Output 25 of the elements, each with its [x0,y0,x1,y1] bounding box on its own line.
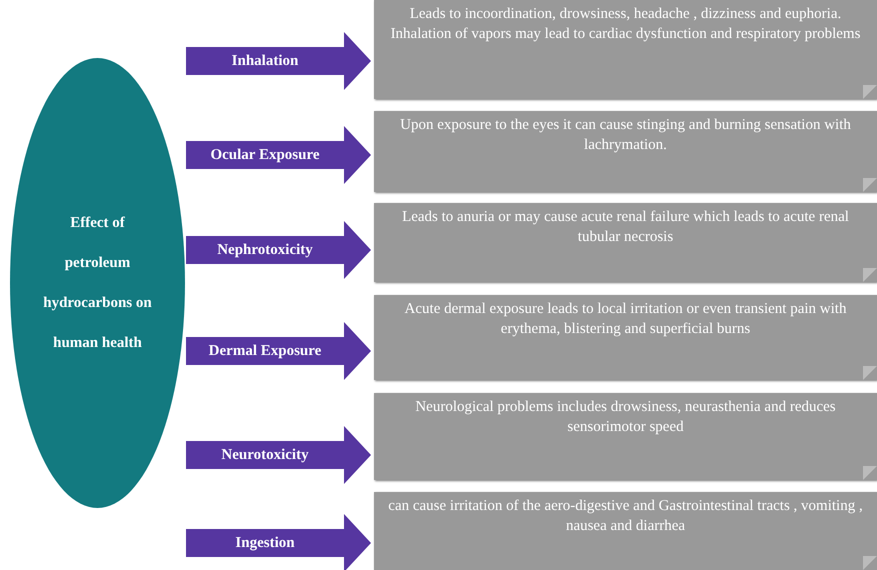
edge-label: Dermal Exposure [208,342,322,360]
effect-description: Neurological problems includes drowsiness, neurasthenia and reduces sensorimotor speed [414,398,837,437]
block-arrow [186,426,371,484]
edge-label: Ocular Exposure [209,146,321,164]
description-box [374,203,877,282]
block-arrow [186,514,371,570]
effect-description: Acute dermal exposure leads to local irritation or even transient pain with erythema, blistering and superficial burns [404,300,848,339]
effect-description: Leads to incoordination, drowsiness, headache , dizziness and euphoria. Inhalation of vapors may lead to cardiac dysfunction and respiratory problems [390,5,862,44]
effect-description: can cause irritation of the aero-digestive and Gastrointestinal tracts , vomiting , nausea and diarrhea [387,497,864,536]
edge-label: Neurotoxicity [220,446,310,464]
effect-description: Upon exposure to the eyes it can cause stinging and burning sensation with lachrymation. [399,116,852,155]
description-box [374,0,877,99]
block-arrow [186,32,371,90]
block-arrow [186,322,371,380]
edge-label: Ingestion [234,534,296,552]
edge-label: Nephrotoxicity [216,241,314,259]
topic-label: Effect of petroleum hydrocarbons on human health [42,214,153,353]
edge-label: Inhalation [230,52,300,70]
description-box [374,111,877,192]
description-box [374,393,877,480]
effect-description: Leads to anuria or may cause acute renal failure which leads to acute renal tubular necrosis [401,208,850,247]
description-box [374,295,877,380]
block-arrow [186,126,371,184]
block-arrow [186,221,371,279]
description-box [374,492,877,570]
